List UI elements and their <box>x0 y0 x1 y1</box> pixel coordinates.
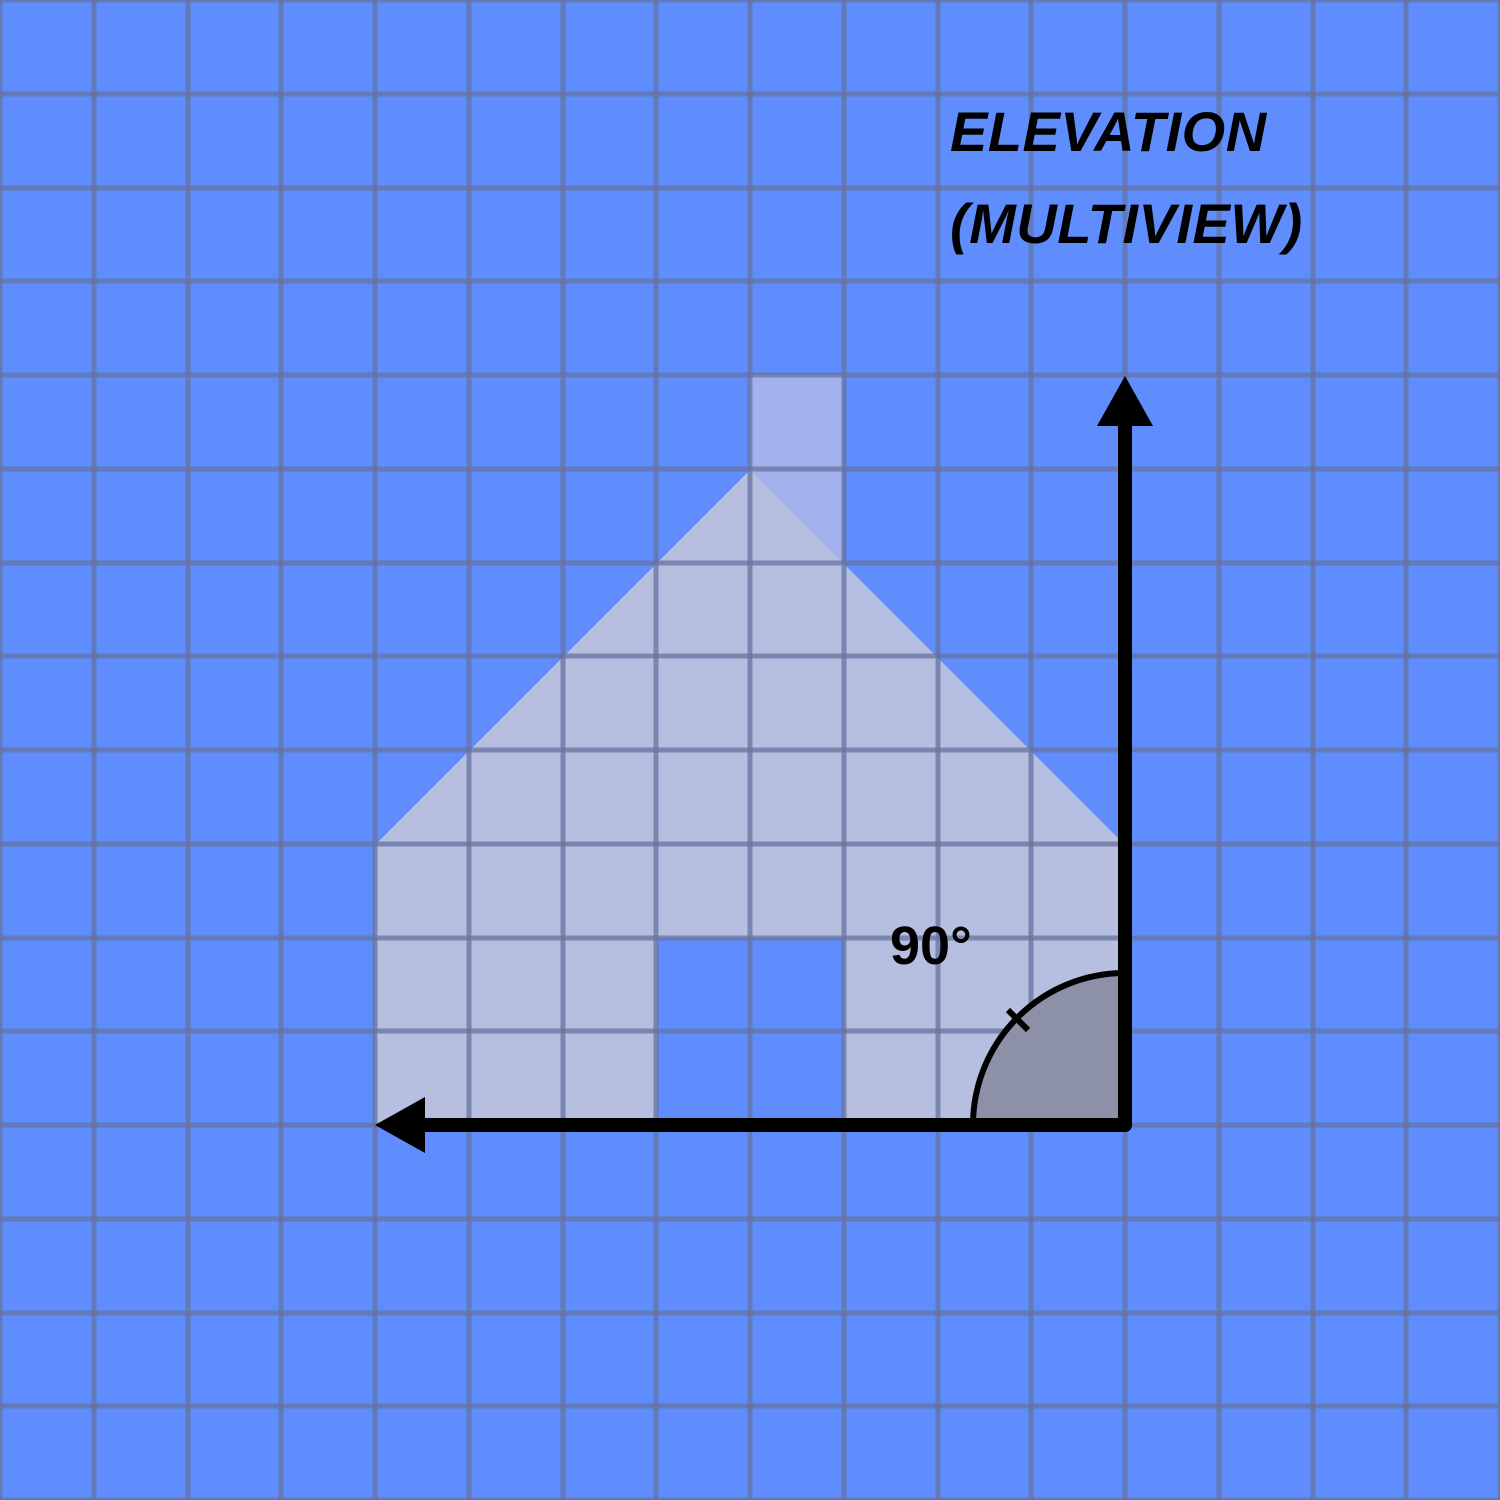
angle-marker <box>970 970 1126 1126</box>
horizontal-axis-arrowhead <box>375 1097 425 1153</box>
angle-label: 90° <box>890 916 972 976</box>
diagram-title-line-1: ELEVATION <box>950 100 1267 163</box>
diagram-title-line-2: (MULTIVIEW) <box>950 192 1303 255</box>
angle-tick-mark <box>1005 1007 1031 1033</box>
axes <box>375 376 1153 1153</box>
vertical-axis-arrowhead <box>1097 376 1153 426</box>
angle-arc <box>973 973 1125 1125</box>
